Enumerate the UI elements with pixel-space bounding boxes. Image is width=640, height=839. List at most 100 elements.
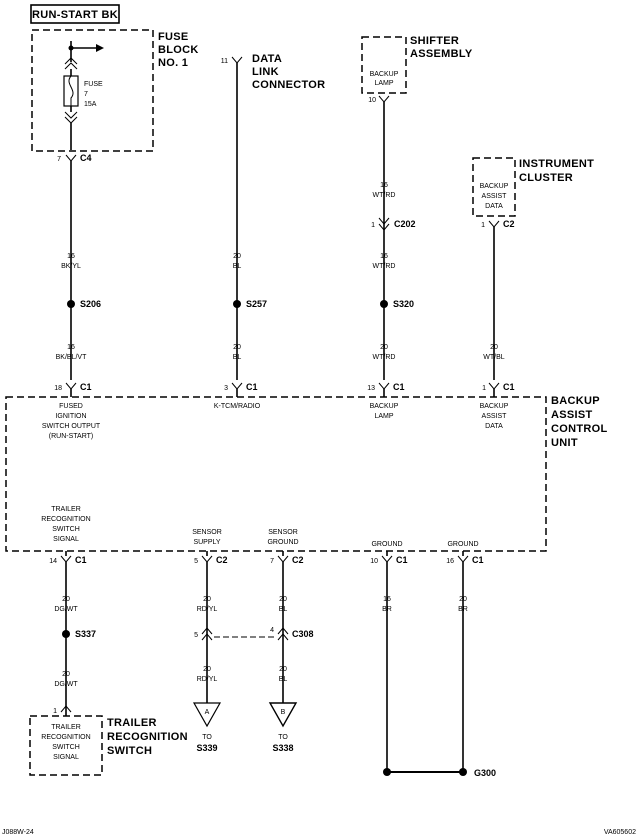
trailer-switch-box	[29, 715, 103, 776]
ground-label: G300	[474, 768, 496, 778]
c308-a-pin: 5	[194, 632, 198, 639]
fuse-label-1: FUSE	[84, 81, 103, 88]
dlc-pin-icon	[231, 56, 243, 64]
fuse-block-pin: 7	[57, 156, 61, 163]
cu-pin-16-conn: C1	[472, 555, 484, 565]
splice-s257: S257	[246, 299, 267, 309]
cu-pin-10-icon	[381, 555, 393, 563]
trailer-pin-label-2: RECOGNITION	[41, 734, 90, 741]
wire2-bot-gauge: 20	[233, 344, 241, 351]
control-unit-label-3: CONTROL	[551, 423, 607, 435]
cu-pin-3-label-1: K-TCM/RADIO	[214, 403, 261, 410]
c202-connector: C202	[394, 219, 416, 229]
cu-pin-13-label-1: BACKUP	[370, 403, 399, 410]
trailer-switch-label-2: RECOGNITION	[107, 731, 188, 743]
cu-pin-16-label: GROUND	[447, 541, 478, 548]
wire6-b-color: RD/YL	[197, 676, 218, 683]
wire2-top-gauge: 20	[233, 253, 241, 260]
wire5-b-gauge: 20	[62, 671, 70, 678]
control-unit-box	[5, 396, 547, 552]
dlc-label-1: DATA	[252, 53, 282, 65]
wire1-bot-color: BK/BL/VT	[56, 354, 87, 361]
wire8-color: BR	[382, 606, 392, 613]
c308-b-pin: 4	[270, 627, 274, 634]
footer-left: J088W-24	[2, 829, 34, 836]
cu-pin-1: 1	[482, 385, 486, 392]
trailer-switch-label-1: TRAILER	[107, 717, 157, 729]
cu-pin-14-label-4: SIGNAL	[53, 536, 79, 543]
cu-pin-10-label: GROUND	[371, 541, 402, 548]
wire6-a-color: RD/YL	[197, 606, 218, 613]
fuse-label-3: 15A	[84, 101, 97, 108]
trailer-pin-label-1: TRAILER	[51, 724, 81, 731]
wire7-a-gauge: 20	[279, 596, 287, 603]
trailer-pin-label-4: SIGNAL	[53, 754, 79, 761]
cu-pin-5: 5	[194, 558, 198, 565]
instrument-label-1: INSTRUMENT	[519, 158, 594, 170]
fuse-element	[68, 75, 74, 106]
dlc-label-3: CONNECTOR	[252, 79, 325, 91]
cu-pin-14-label-3: SWITCH	[52, 526, 80, 533]
offpage-a-letter: A	[205, 709, 210, 716]
cu-pin-7-label-1: SENSOR	[268, 529, 298, 536]
wire6-a-gauge: 20	[203, 596, 211, 603]
fuse-block-label-2: BLOCK	[158, 44, 199, 56]
fuse-top-chevron	[64, 57, 78, 70]
fuse-block-connector: C4	[80, 153, 92, 163]
cu-pin-13-label-2: LAMP	[374, 413, 393, 420]
splice-s257-icon	[233, 300, 241, 308]
trailer-pin-label-3: SWITCH	[52, 744, 80, 751]
wire5-b-color: DG/WT	[54, 681, 78, 688]
wire4-gauge: 20	[490, 344, 498, 351]
cu-pin-18-label-2: IGNITION	[55, 413, 86, 420]
cu-pin-7-label-2: GROUND	[267, 539, 298, 546]
cu-pin-3: 3	[224, 385, 228, 392]
shifter-pin-icon	[378, 95, 390, 103]
ground-dot-2-icon	[459, 768, 467, 776]
cu-pin-14-label-2: RECOGNITION	[41, 516, 90, 523]
offpage-a-to: TO	[202, 734, 212, 741]
instrument-label-2: CLUSTER	[519, 172, 573, 184]
fuse-bus-arrow-icon	[96, 44, 104, 52]
offpage-a-dest: S339	[196, 743, 217, 753]
splice-s206-icon	[67, 300, 75, 308]
wire8-gauge: 16	[383, 596, 391, 603]
wire3-c-gauge: 20	[380, 344, 388, 351]
cu-pin-1-label-3: DATA	[485, 423, 503, 430]
wire9-color: BR	[458, 606, 468, 613]
cu-pin-13-icon	[378, 382, 390, 390]
wire3-b-gauge: 16	[380, 253, 388, 260]
cu-pin-1-conn: C1	[503, 382, 515, 392]
c202-connector-icon	[378, 217, 390, 231]
instrument-pin-label-3: DATA	[485, 203, 503, 210]
cu-pin-13: 13	[367, 385, 375, 392]
wire3-b-color: WT/RD	[373, 263, 396, 270]
wire5-a-gauge: 20	[62, 596, 70, 603]
c202-pin: 1	[371, 222, 375, 229]
wire2-top-color: BL	[233, 263, 242, 270]
cu-pin-18-label-1: FUSED	[59, 403, 83, 410]
cu-pin-18-label-4: (RUN-START)	[49, 433, 93, 440]
cu-pin-5-icon	[201, 555, 213, 563]
instrument-box	[472, 157, 516, 217]
wire3-a-color: WT/RD	[373, 192, 396, 199]
wire7-a-color: BL	[279, 606, 288, 613]
cu-pin-5-label-2: SUPPLY	[193, 539, 220, 546]
fuse-block-label-1: FUSE	[158, 31, 189, 43]
splice-s206: S206	[80, 299, 101, 309]
instrument-pin-label-1: BACKUP	[480, 183, 509, 190]
cu-pin-16-icon	[457, 555, 469, 563]
header-title: RUN-START BK	[32, 9, 118, 21]
fuse-label-2: 7	[84, 91, 88, 98]
cu-pin-14: 14	[49, 558, 57, 565]
c308-a-icon	[201, 627, 213, 641]
cu-pin-18-icon	[65, 382, 77, 390]
fuse-block-connector-icon	[65, 154, 77, 162]
control-unit-label-2: ASSIST	[551, 409, 593, 421]
c308-connector: C308	[292, 629, 314, 639]
cu-pin-7-conn: C2	[292, 555, 304, 565]
cu-pin-3-conn: C1	[246, 382, 258, 392]
c308-b-icon	[277, 627, 289, 641]
cu-pin-18-label-3: SWITCH OUTPUT	[42, 423, 101, 430]
